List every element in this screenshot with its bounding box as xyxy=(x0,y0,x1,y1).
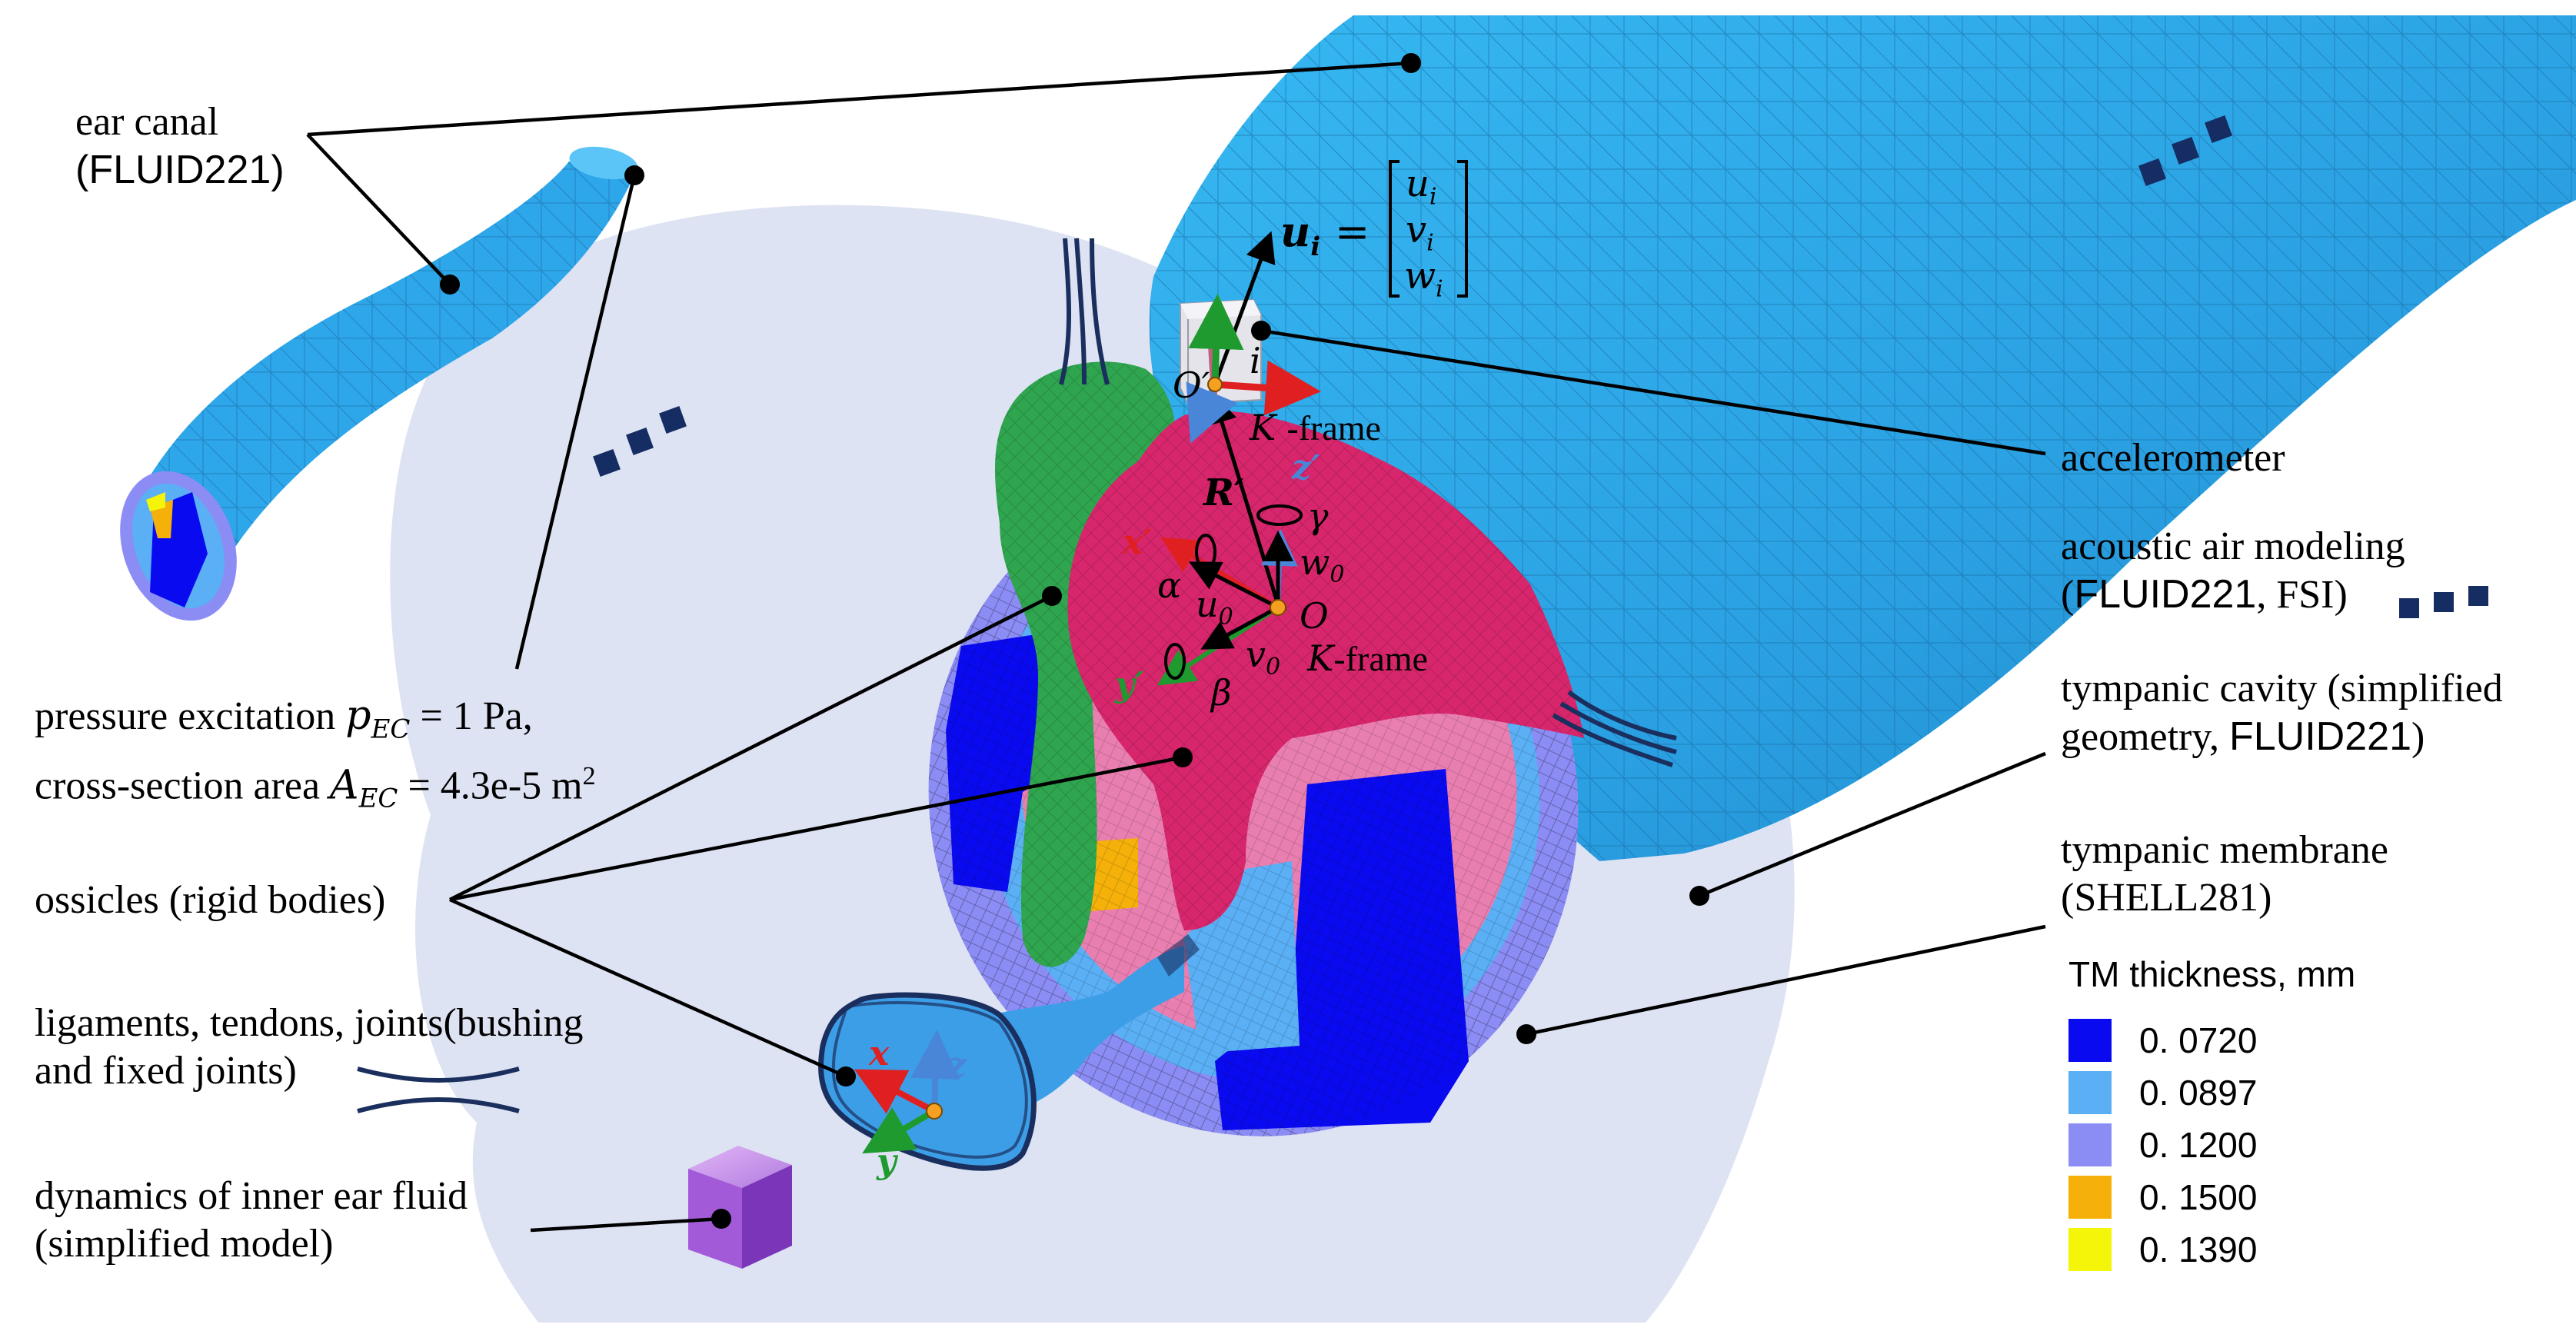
legend-value: 0. 1390 xyxy=(2139,1230,2258,1269)
ellipsis-marks xyxy=(593,115,2488,618)
legend-value: 0. 1200 xyxy=(2139,1125,2258,1165)
accelerometer-label: accelerometer xyxy=(2061,436,2285,480)
w0-label: w0 xyxy=(1300,541,1345,589)
w-i-component: wi xyxy=(1404,255,1443,303)
ligament-legend-symbol xyxy=(357,1066,520,1113)
legend-item: 0. 0897 xyxy=(2068,1071,2257,1114)
legend-value: 0. 0897 xyxy=(2139,1073,2258,1113)
ear-canal-label: ear canal (FLUID221) xyxy=(75,100,285,192)
u-i-vector-label: ui = xyxy=(1280,207,1370,262)
legend-item: 0. 1390 xyxy=(2068,1228,2257,1271)
u0-label: u0 xyxy=(1196,584,1233,631)
v-i-component: vi xyxy=(1406,208,1434,257)
acoustic-air-label: acoustic air modeling (FLUID221, FSI) xyxy=(2061,524,2405,617)
y-axis-label: y xyxy=(877,1142,897,1181)
leader-dots xyxy=(440,53,1709,1229)
legend-item: 0. 1200 xyxy=(2068,1123,2257,1166)
gamma-label: γ xyxy=(1307,495,1329,537)
alpha-label: α xyxy=(1157,564,1182,606)
z-prime-label: z′ xyxy=(1292,448,1320,487)
u-i-component: ui xyxy=(1406,162,1437,211)
ligament-marks xyxy=(1059,238,1677,767)
tympanic-membrane-label: tympanic membrane (SHELL281) xyxy=(2061,828,2388,920)
k-prime-frame-label: K-frame xyxy=(1250,407,1381,448)
ligaments-label: ligaments, tendons, joints(bushing and f… xyxy=(35,1001,584,1093)
legend-item: 0. 0720 xyxy=(2068,1019,2257,1062)
legend-swatch xyxy=(2068,1019,2112,1062)
legend-swatch xyxy=(2068,1071,2112,1114)
inner-ear-cube xyxy=(688,1146,792,1269)
legend-swatch xyxy=(2068,1176,2112,1219)
pressure-excitation-label: pressure excitation pEC = 1 Pa, cross-se… xyxy=(35,693,596,815)
i-label: i xyxy=(1250,340,1261,381)
legend-value: 0. 0720 xyxy=(2139,1020,2258,1060)
r-prime-label: R′ xyxy=(1203,471,1244,514)
beta-label: β xyxy=(1211,672,1232,714)
x-axis-label: x xyxy=(869,1034,890,1073)
leader-lines xyxy=(306,61,2046,1233)
legend-value: 0. 1500 xyxy=(2139,1177,2258,1217)
tympanic-cavity-label: tympanic cavity (simplified geometry, FL… xyxy=(2061,667,2503,759)
o-prime-label: O′ xyxy=(1173,364,1210,406)
k-frame-label: K-frame xyxy=(1307,637,1428,679)
legend-title: TM thickness, mm xyxy=(2068,954,2356,994)
frame-arrows xyxy=(854,231,1321,1154)
v0-label: v0 xyxy=(1246,634,1281,681)
legend-swatch xyxy=(2068,1228,2112,1271)
ear-canal-small xyxy=(120,146,638,621)
x-prime-label: x′ xyxy=(1123,523,1152,562)
z-axis-label: z xyxy=(947,1046,967,1085)
y-prime-label: y′ xyxy=(1115,665,1144,704)
inner-ear-label: dynamics of inner ear fluid (simplified … xyxy=(35,1174,468,1266)
vector-brackets xyxy=(1389,160,1468,298)
frame-origins xyxy=(926,377,1286,1120)
legend-item: 0. 1500 xyxy=(2068,1176,2257,1219)
o-origin-label: O xyxy=(1300,595,1329,637)
legend-swatch xyxy=(2068,1123,2112,1166)
ossicles-label: ossicles (rigid bodies) xyxy=(35,878,386,922)
